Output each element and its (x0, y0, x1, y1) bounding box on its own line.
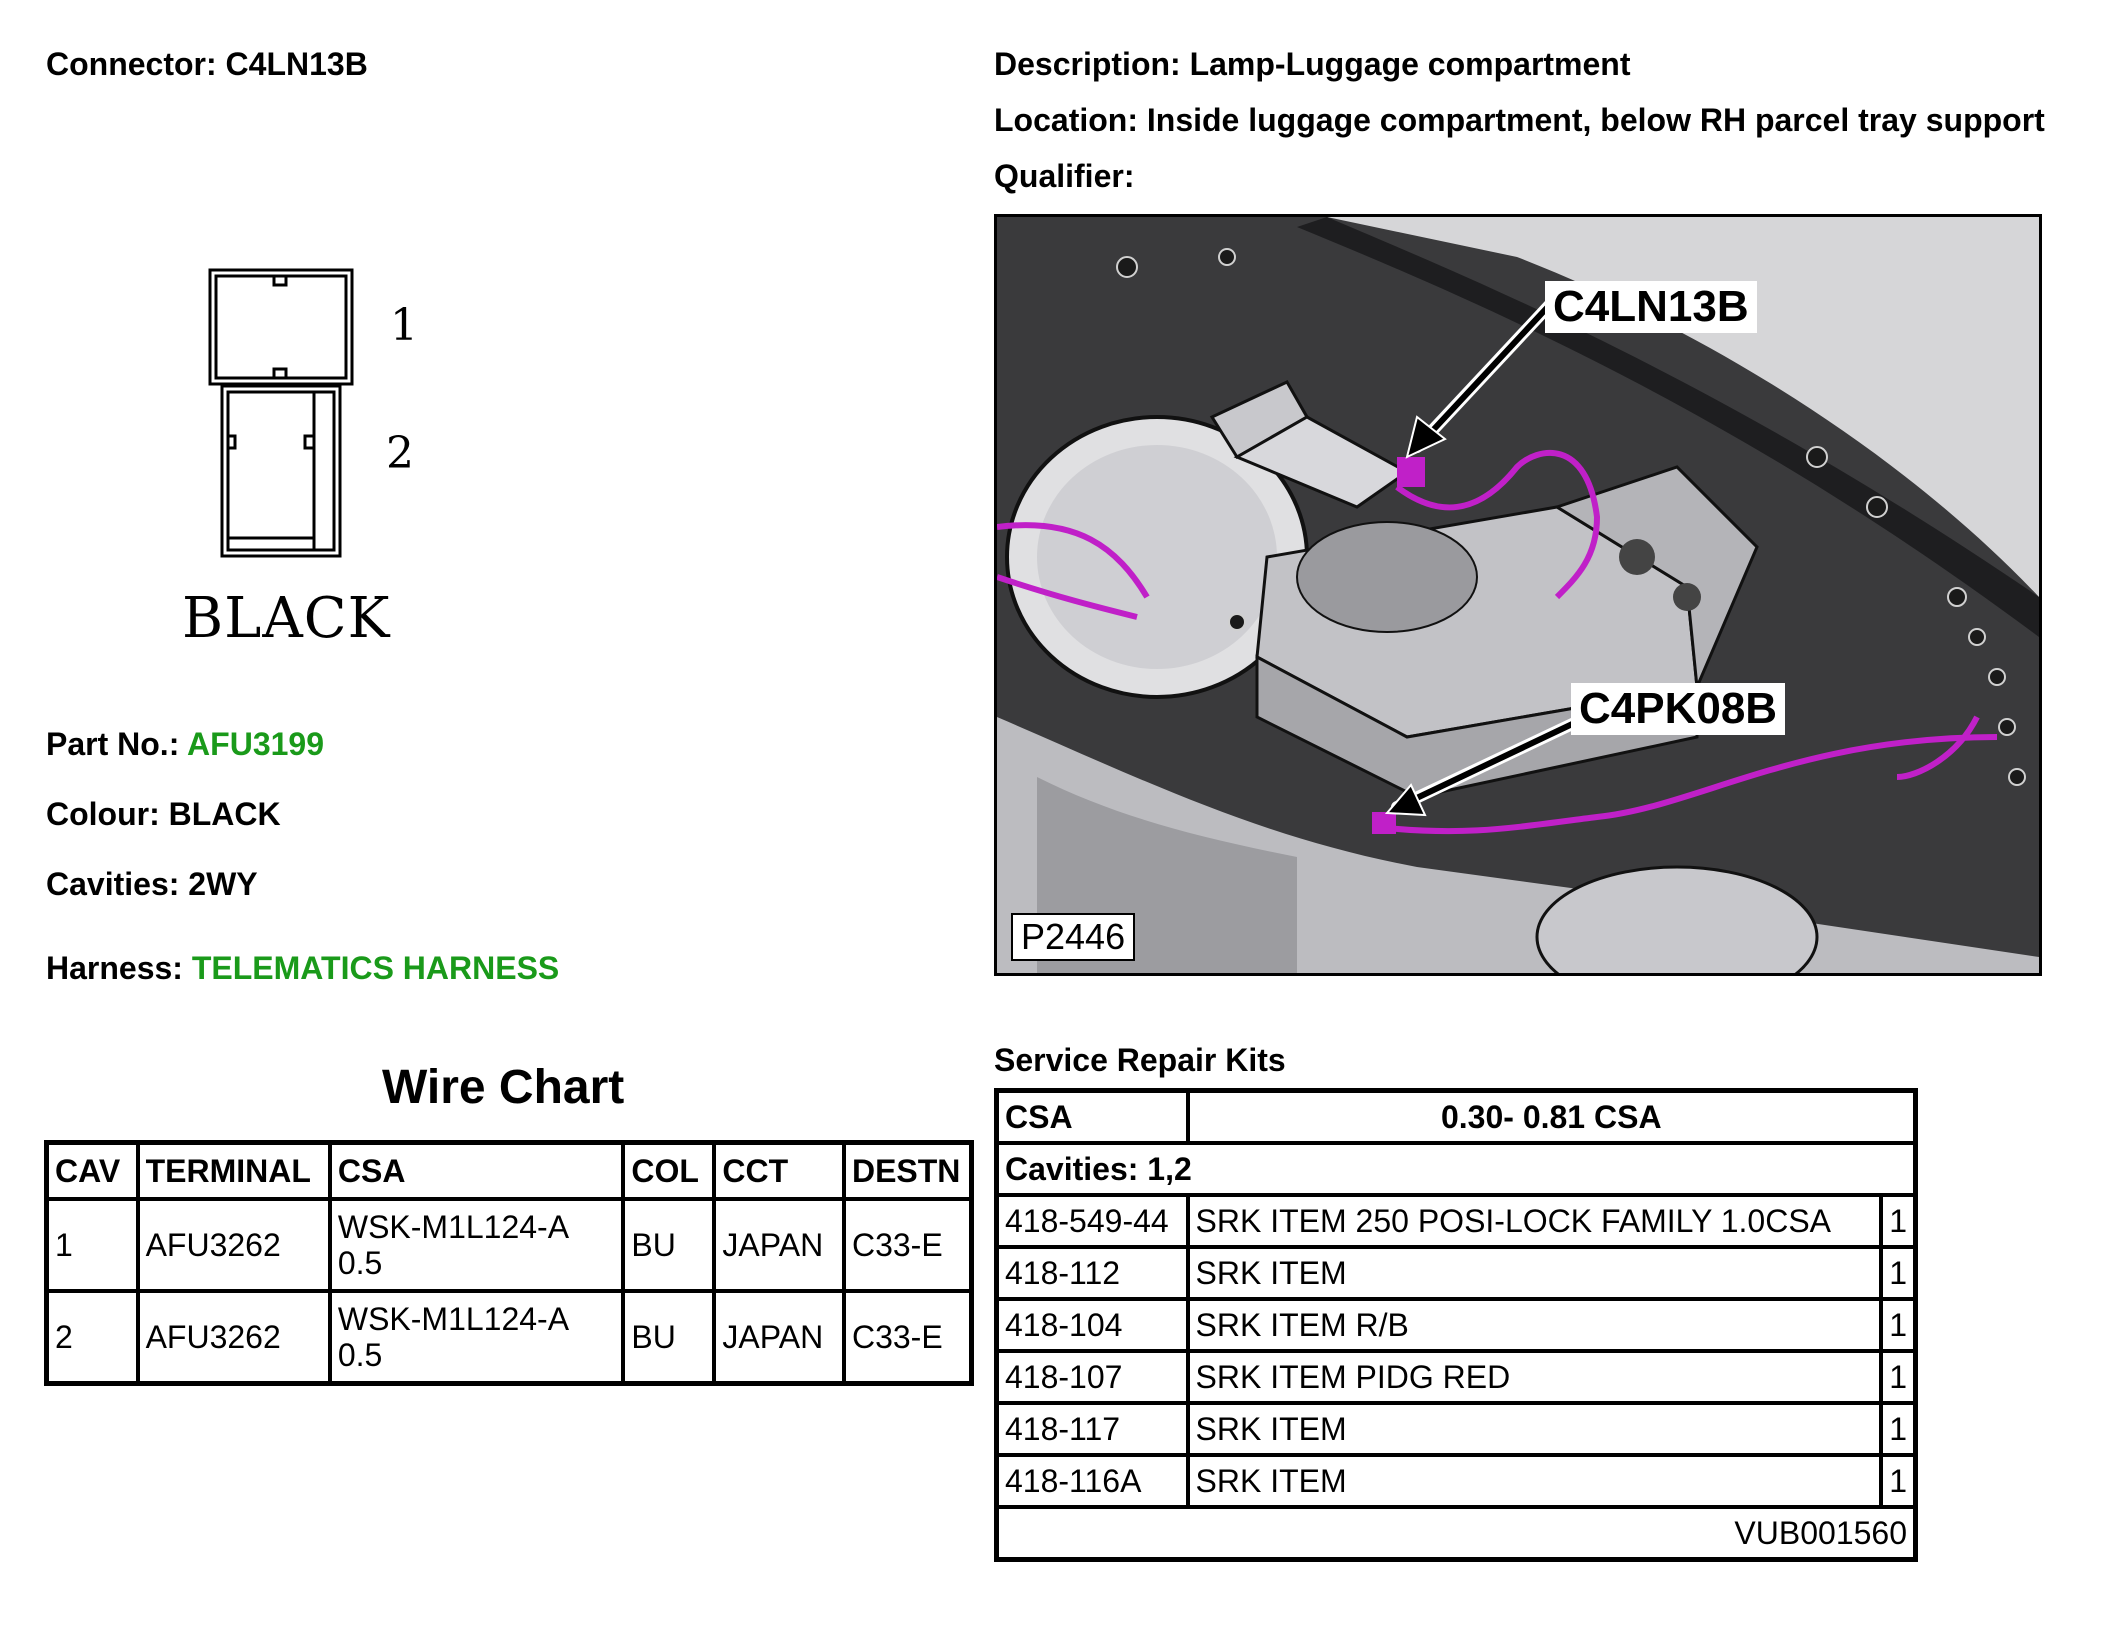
location-label: Location: (994, 102, 1138, 138)
cavities-label: Cavities: (46, 866, 180, 902)
srk-csa-label: CSA (994, 1088, 1190, 1145)
table-row: 418-549-44 SRK ITEM 250 POSI-LOCK FAMILY… (994, 1193, 1918, 1249)
header-cav: CAV (44, 1140, 140, 1201)
table-row: 418-117 SRK ITEM 1 (994, 1401, 1918, 1457)
terminal-cell: AFU3262 (135, 1197, 332, 1293)
srk-part-cell: 418-549-44 (994, 1193, 1190, 1249)
table-row: 1 AFU3262 WSK-M1L124-A 0.5 BU JAPAN C33-… (44, 1197, 974, 1293)
csa-size: 0.5 (337, 1337, 383, 1373)
cct-cell: JAPAN (712, 1289, 846, 1386)
colour-line: Colour: BLACK (46, 796, 281, 833)
table-row: 418-107 SRK ITEM PIDG RED 1 (994, 1349, 1918, 1405)
callout-c4ln13b: C4LN13B (1545, 281, 1757, 333)
vehicle-underside-illustration (997, 217, 2039, 973)
connector-colour-text: BLACK (182, 586, 391, 651)
table-row: 418-116A SRK ITEM 1 (994, 1453, 1918, 1509)
cav-cell: 2 (44, 1289, 140, 1386)
location-photo: C4LN13B C4PK08B P2446 (994, 214, 2042, 976)
destn-cell: C33-E (841, 1197, 974, 1293)
srk-qty-cell: 1 (1879, 1349, 1918, 1405)
harness-line: Harness: TELEMATICS HARNESS (46, 950, 559, 987)
srk-desc-cell: SRK ITEM 250 POSI-LOCK FAMILY 1.0CSA (1185, 1193, 1884, 1249)
srk-cavities-row: Cavities: 1,2 (994, 1141, 1918, 1197)
header-terminal: TERMINAL (135, 1140, 332, 1201)
srk-title: Service Repair Kits (994, 1042, 1286, 1078)
cav-cell: 1 (44, 1197, 140, 1293)
srk-qty-cell: 1 (1879, 1401, 1918, 1457)
location-value: Inside luggage compartment, below RH par… (1146, 102, 2045, 138)
callout-c4pk08b: C4PK08B (1571, 683, 1786, 735)
csa-cell: WSK-M1L124-A 0.5 (327, 1197, 626, 1293)
csa-spec: WSK-M1L124-A (337, 1209, 570, 1245)
srk-csa-range: 0.30- 0.81 CSA (1185, 1088, 1918, 1145)
srk-part-cell: 418-116A (994, 1453, 1190, 1509)
header-cct: CCT (712, 1140, 846, 1201)
srk-cavities: Cavities: 1,2 (994, 1141, 1918, 1197)
part-no-value[interactable]: AFU3199 (187, 726, 324, 762)
part-no-label: Part No.: (46, 726, 180, 762)
col-cell: BU (621, 1289, 717, 1386)
srk-desc-cell: SRK ITEM (1185, 1453, 1884, 1509)
cavities-value: 2WY (188, 866, 258, 902)
srk-reference: VUB001560 (994, 1505, 1918, 1562)
srk-desc-cell: SRK ITEM (1185, 1245, 1884, 1301)
connector-line: Connector: C4LN13B (46, 46, 368, 83)
wire-chart-header-row: CAV TERMINAL CSA COL CCT DESTN (44, 1140, 974, 1201)
pin-2-label: 2 (386, 428, 414, 479)
srk-part-cell: 418-112 (994, 1245, 1190, 1301)
srk-part-cell: 418-107 (994, 1349, 1190, 1405)
photo-id-label: P2446 (1011, 913, 1136, 961)
terminal-cell: AFU3262 (135, 1289, 332, 1386)
csa-spec: WSK-M1L124-A (337, 1301, 570, 1337)
srk-qty-cell: 1 (1879, 1297, 1918, 1353)
col-cell: BU (621, 1197, 717, 1293)
srk-part-cell: 418-117 (994, 1401, 1190, 1457)
table-row: 2 AFU3262 WSK-M1L124-A 0.5 BU JAPAN C33-… (44, 1289, 974, 1386)
description-line: Description: Lamp-Luggage compartment (994, 46, 1631, 83)
pin-1-label: 1 (390, 300, 418, 351)
connector-face-drawing (208, 268, 354, 558)
qualifier-label: Qualifier: (994, 158, 1135, 194)
part-no-line: Part No.: AFU3199 (46, 726, 324, 763)
colour-label: Colour: (46, 796, 160, 832)
csa-size: 0.5 (337, 1245, 383, 1281)
srk-desc-cell: SRK ITEM (1185, 1401, 1884, 1457)
header-destn: DESTN (841, 1140, 974, 1201)
srk-qty-cell: 1 (1879, 1453, 1918, 1509)
table-row: 418-112 SRK ITEM 1 (994, 1245, 1918, 1301)
table-row: 418-104 SRK ITEM R/B 1 (994, 1297, 1918, 1353)
cavities-line: Cavities: 2WY (46, 866, 258, 903)
srk-csa-row: CSA 0.30- 0.81 CSA (994, 1088, 1918, 1145)
wire-chart-title: Wire Chart (382, 1061, 625, 1114)
srk-qty-cell: 1 (1879, 1193, 1918, 1249)
cct-cell: JAPAN (712, 1197, 846, 1293)
srk-table: CSA 0.30- 0.81 CSA Cavities: 1,2 418-549… (994, 1088, 1918, 1562)
description-value: Lamp-Luggage compartment (1189, 46, 1631, 82)
srk-qty-cell: 1 (1879, 1245, 1918, 1301)
header-csa: CSA (327, 1140, 626, 1201)
csa-cell: WSK-M1L124-A 0.5 (327, 1289, 626, 1386)
harness-value[interactable]: TELEMATICS HARNESS (191, 950, 560, 986)
location-line: Location: Inside luggage compartment, be… (994, 102, 2045, 139)
srk-desc-cell: SRK ITEM PIDG RED (1185, 1349, 1884, 1405)
connector-label: Connector: (46, 46, 217, 82)
description-label: Description: (994, 46, 1181, 82)
harness-label: Harness: (46, 950, 183, 986)
connector-value: C4LN13B (225, 46, 368, 82)
header-col: COL (621, 1140, 717, 1201)
colour-value: BLACK (168, 796, 281, 832)
wire-chart-table: CAV TERMINAL CSA COL CCT DESTN 1 AFU3262… (44, 1140, 974, 1386)
destn-cell: C33-E (841, 1289, 974, 1386)
srk-desc-cell: SRK ITEM R/B (1185, 1297, 1884, 1353)
qualifier-line: Qualifier: (994, 158, 1134, 195)
srk-reference-row: VUB001560 (994, 1505, 1918, 1562)
srk-part-cell: 418-104 (994, 1297, 1190, 1353)
